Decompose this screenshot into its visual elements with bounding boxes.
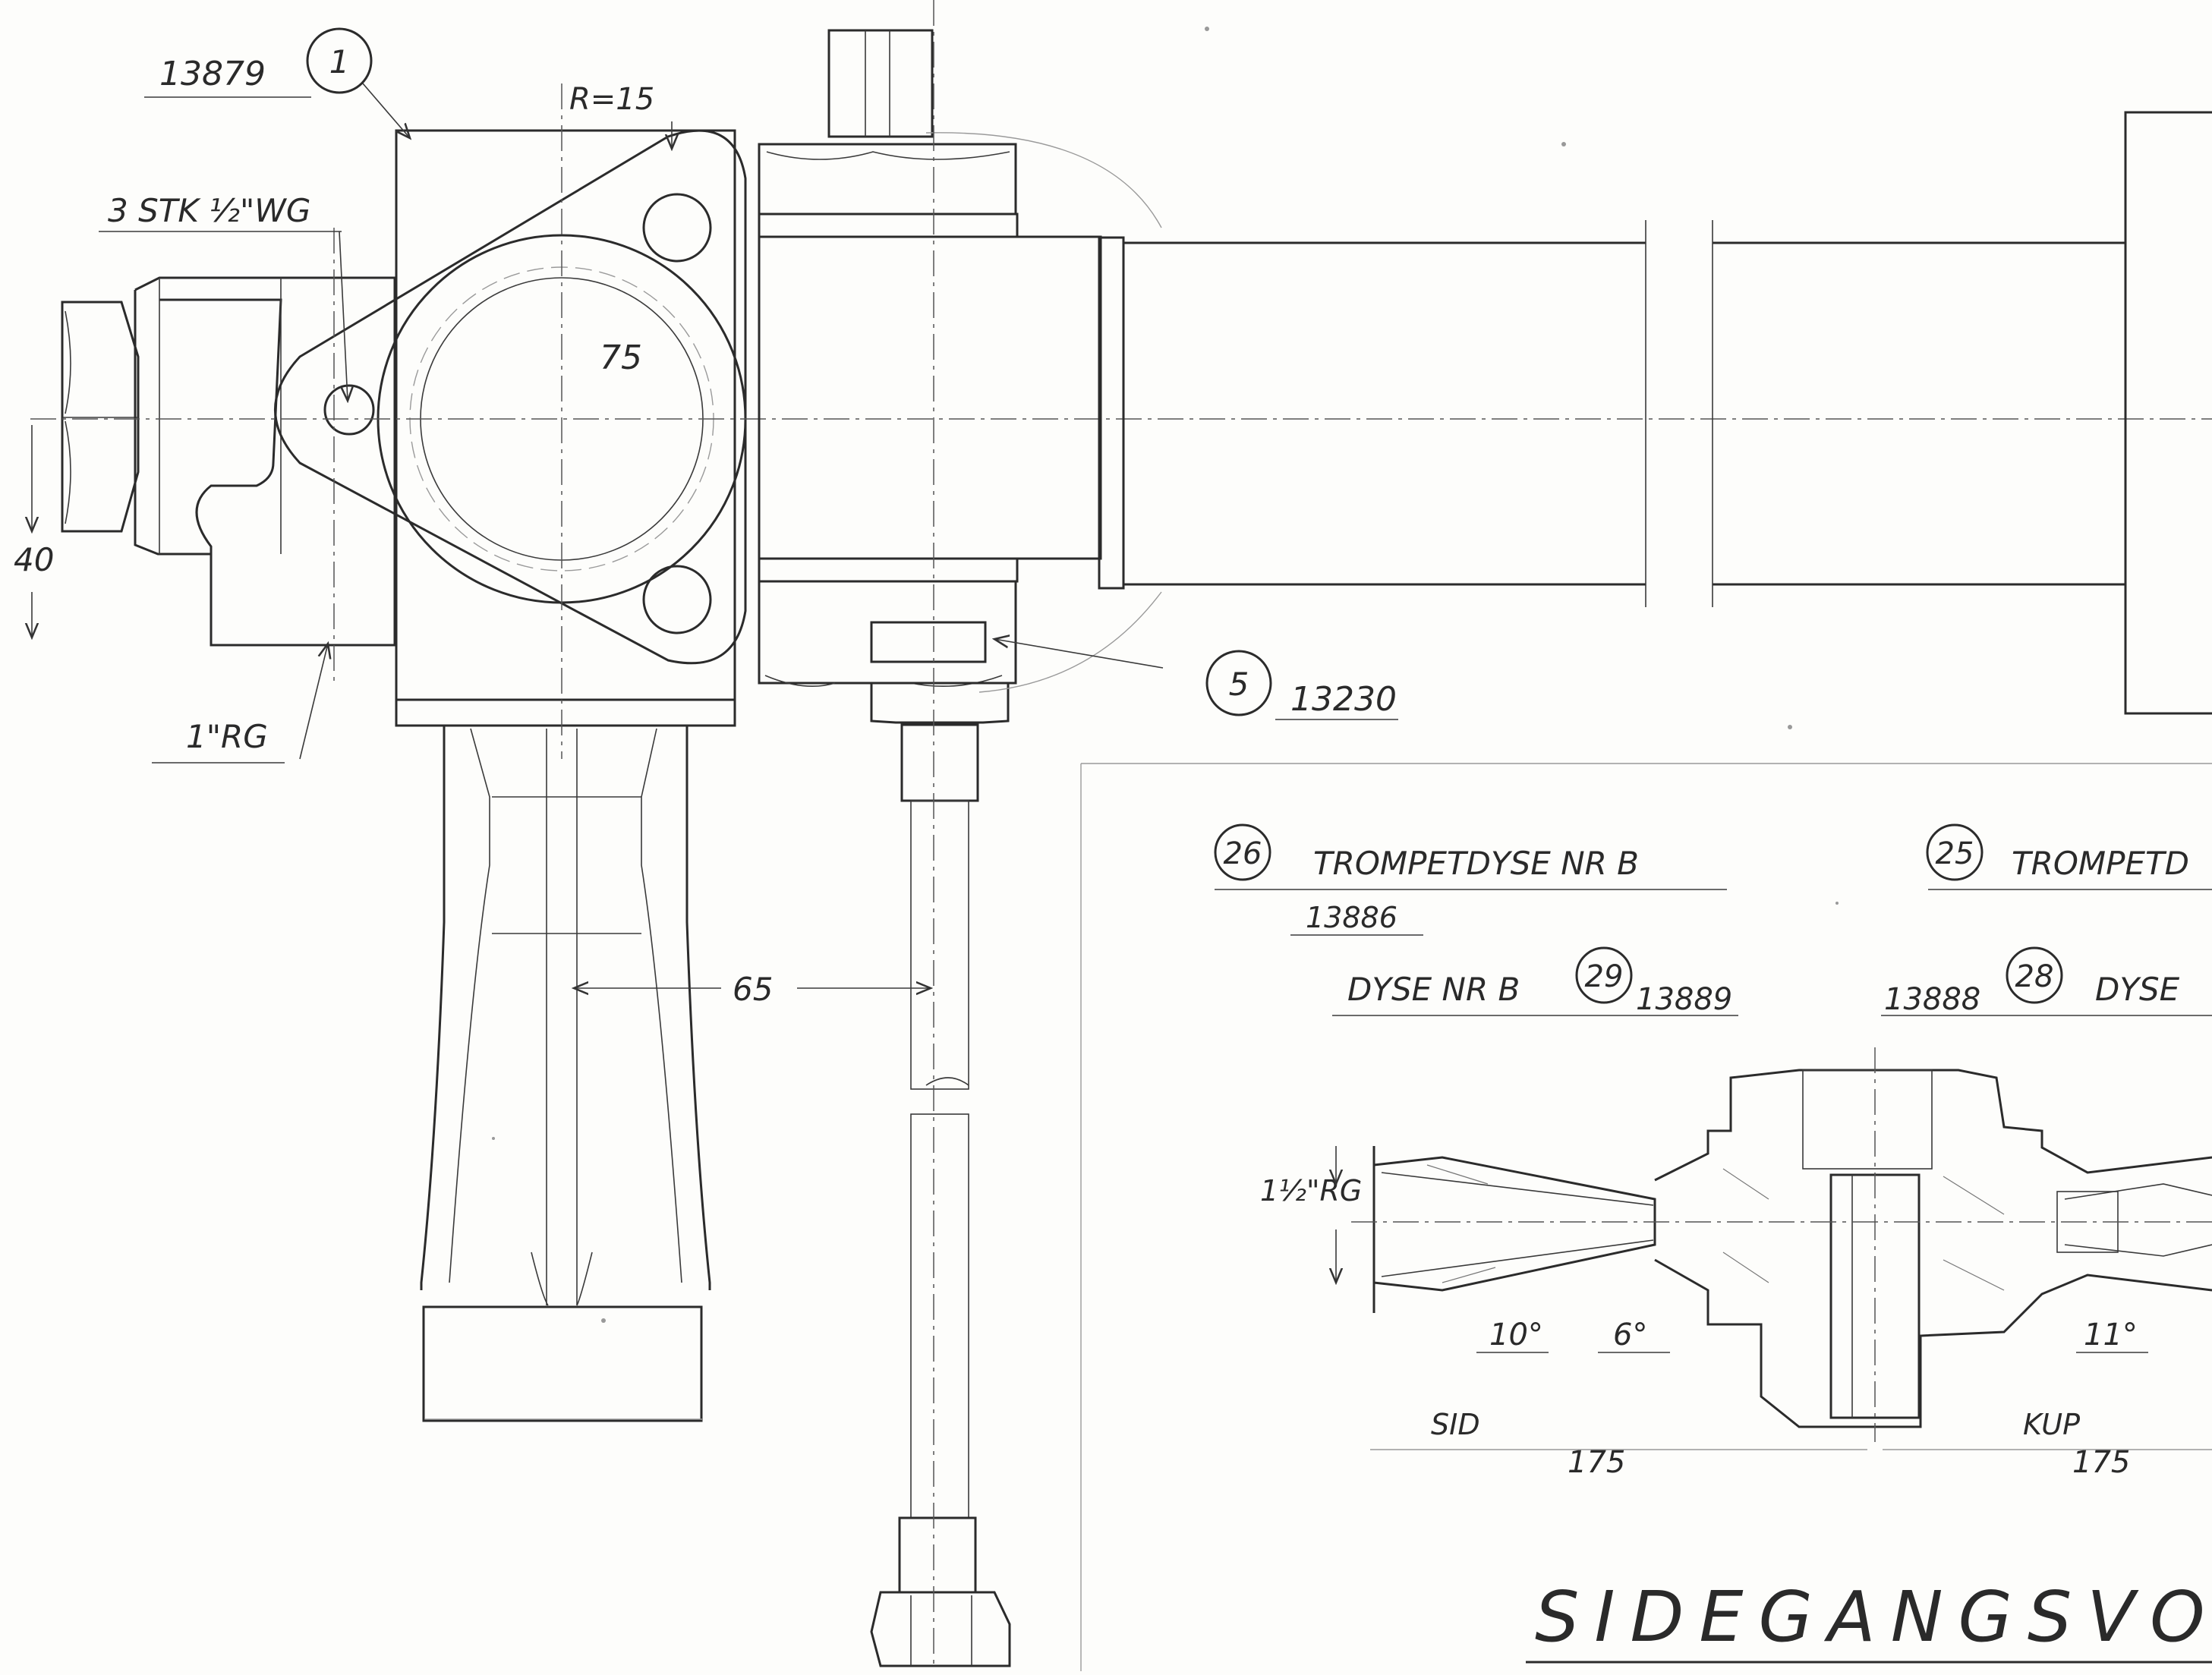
part-1-ref: 13879 bbox=[159, 55, 266, 93]
height-dimension: 40 bbox=[14, 541, 54, 578]
bolts-note: 3 STK ½"WG bbox=[108, 192, 310, 229]
part-5-balloon bbox=[1205, 650, 1272, 716]
paper-speckles bbox=[492, 27, 1839, 1323]
main-pipe bbox=[1098, 111, 2212, 715]
nozzle-thread-note: 1½"RG bbox=[1260, 1174, 1362, 1207]
part-25-label: TROMPETD bbox=[2012, 845, 2189, 882]
pedestal-leg bbox=[420, 726, 711, 1422]
part-28-label: DYSE bbox=[2095, 971, 2180, 1008]
angle-left-inner: 6° bbox=[1613, 1318, 1647, 1352]
part-1-balloon bbox=[306, 27, 373, 94]
part-29-label: DYSE NR B bbox=[1347, 971, 1520, 1008]
side-label-left: SID bbox=[1431, 1408, 1480, 1441]
part-25-number: 25 bbox=[1936, 836, 1974, 871]
length-dim-right: 175 bbox=[2072, 1445, 2130, 1480]
radius-dimension: R=15 bbox=[569, 82, 654, 117]
bottom-pipe-note: 1"RG bbox=[186, 718, 268, 755]
angle-left-outer: 10° bbox=[1489, 1318, 1543, 1352]
bore-dimension: 75 bbox=[600, 338, 642, 377]
drawing-title: SIDEGANGSVOGN bbox=[1535, 1576, 2212, 1658]
nozzle-detail-panel: 26 TROMPETDYSE NR B 13886 25 TROMPETD DY… bbox=[1080, 763, 2212, 1671]
side-label-right: KUP bbox=[2023, 1408, 2080, 1441]
part-29-number: 29 bbox=[1585, 959, 1624, 994]
part-29-balloon bbox=[1575, 946, 1633, 1004]
angle-right: 11° bbox=[2084, 1318, 2138, 1352]
length-dim-left: 175 bbox=[1568, 1445, 1625, 1480]
part-5-number: 5 bbox=[1229, 666, 1249, 703]
part-28-number: 28 bbox=[2015, 959, 2054, 994]
nozzle-section bbox=[1351, 1047, 2212, 1442]
part-26-label: TROMPETDYSE NR B bbox=[1313, 845, 1639, 882]
part-28-ref: 13888 bbox=[1884, 982, 1980, 1017]
offset-dimension: 65 bbox=[733, 971, 773, 1008]
part-26-number: 26 bbox=[1224, 836, 1262, 871]
hex-nut-left bbox=[61, 301, 140, 533]
part-29-ref: 13889 bbox=[1636, 982, 1732, 1017]
dimension-annotations: 1 13879 3 STK ½"WG R=15 75 40 1"RG 65 5 … bbox=[14, 27, 1398, 1008]
part-26-ref: 13886 bbox=[1306, 901, 1397, 934]
valve-assembly bbox=[30, 0, 2212, 1670]
part-28-balloon bbox=[2006, 946, 2063, 1004]
valve-body bbox=[30, 83, 2212, 759]
part-25-balloon bbox=[1926, 823, 1984, 881]
part-26-balloon bbox=[1214, 823, 1271, 881]
valve-stem bbox=[758, 0, 1162, 1670]
part-5-ref: 13230 bbox=[1290, 680, 1397, 719]
pipe-fitting bbox=[134, 276, 396, 647]
part-1-number: 1 bbox=[329, 43, 350, 80]
